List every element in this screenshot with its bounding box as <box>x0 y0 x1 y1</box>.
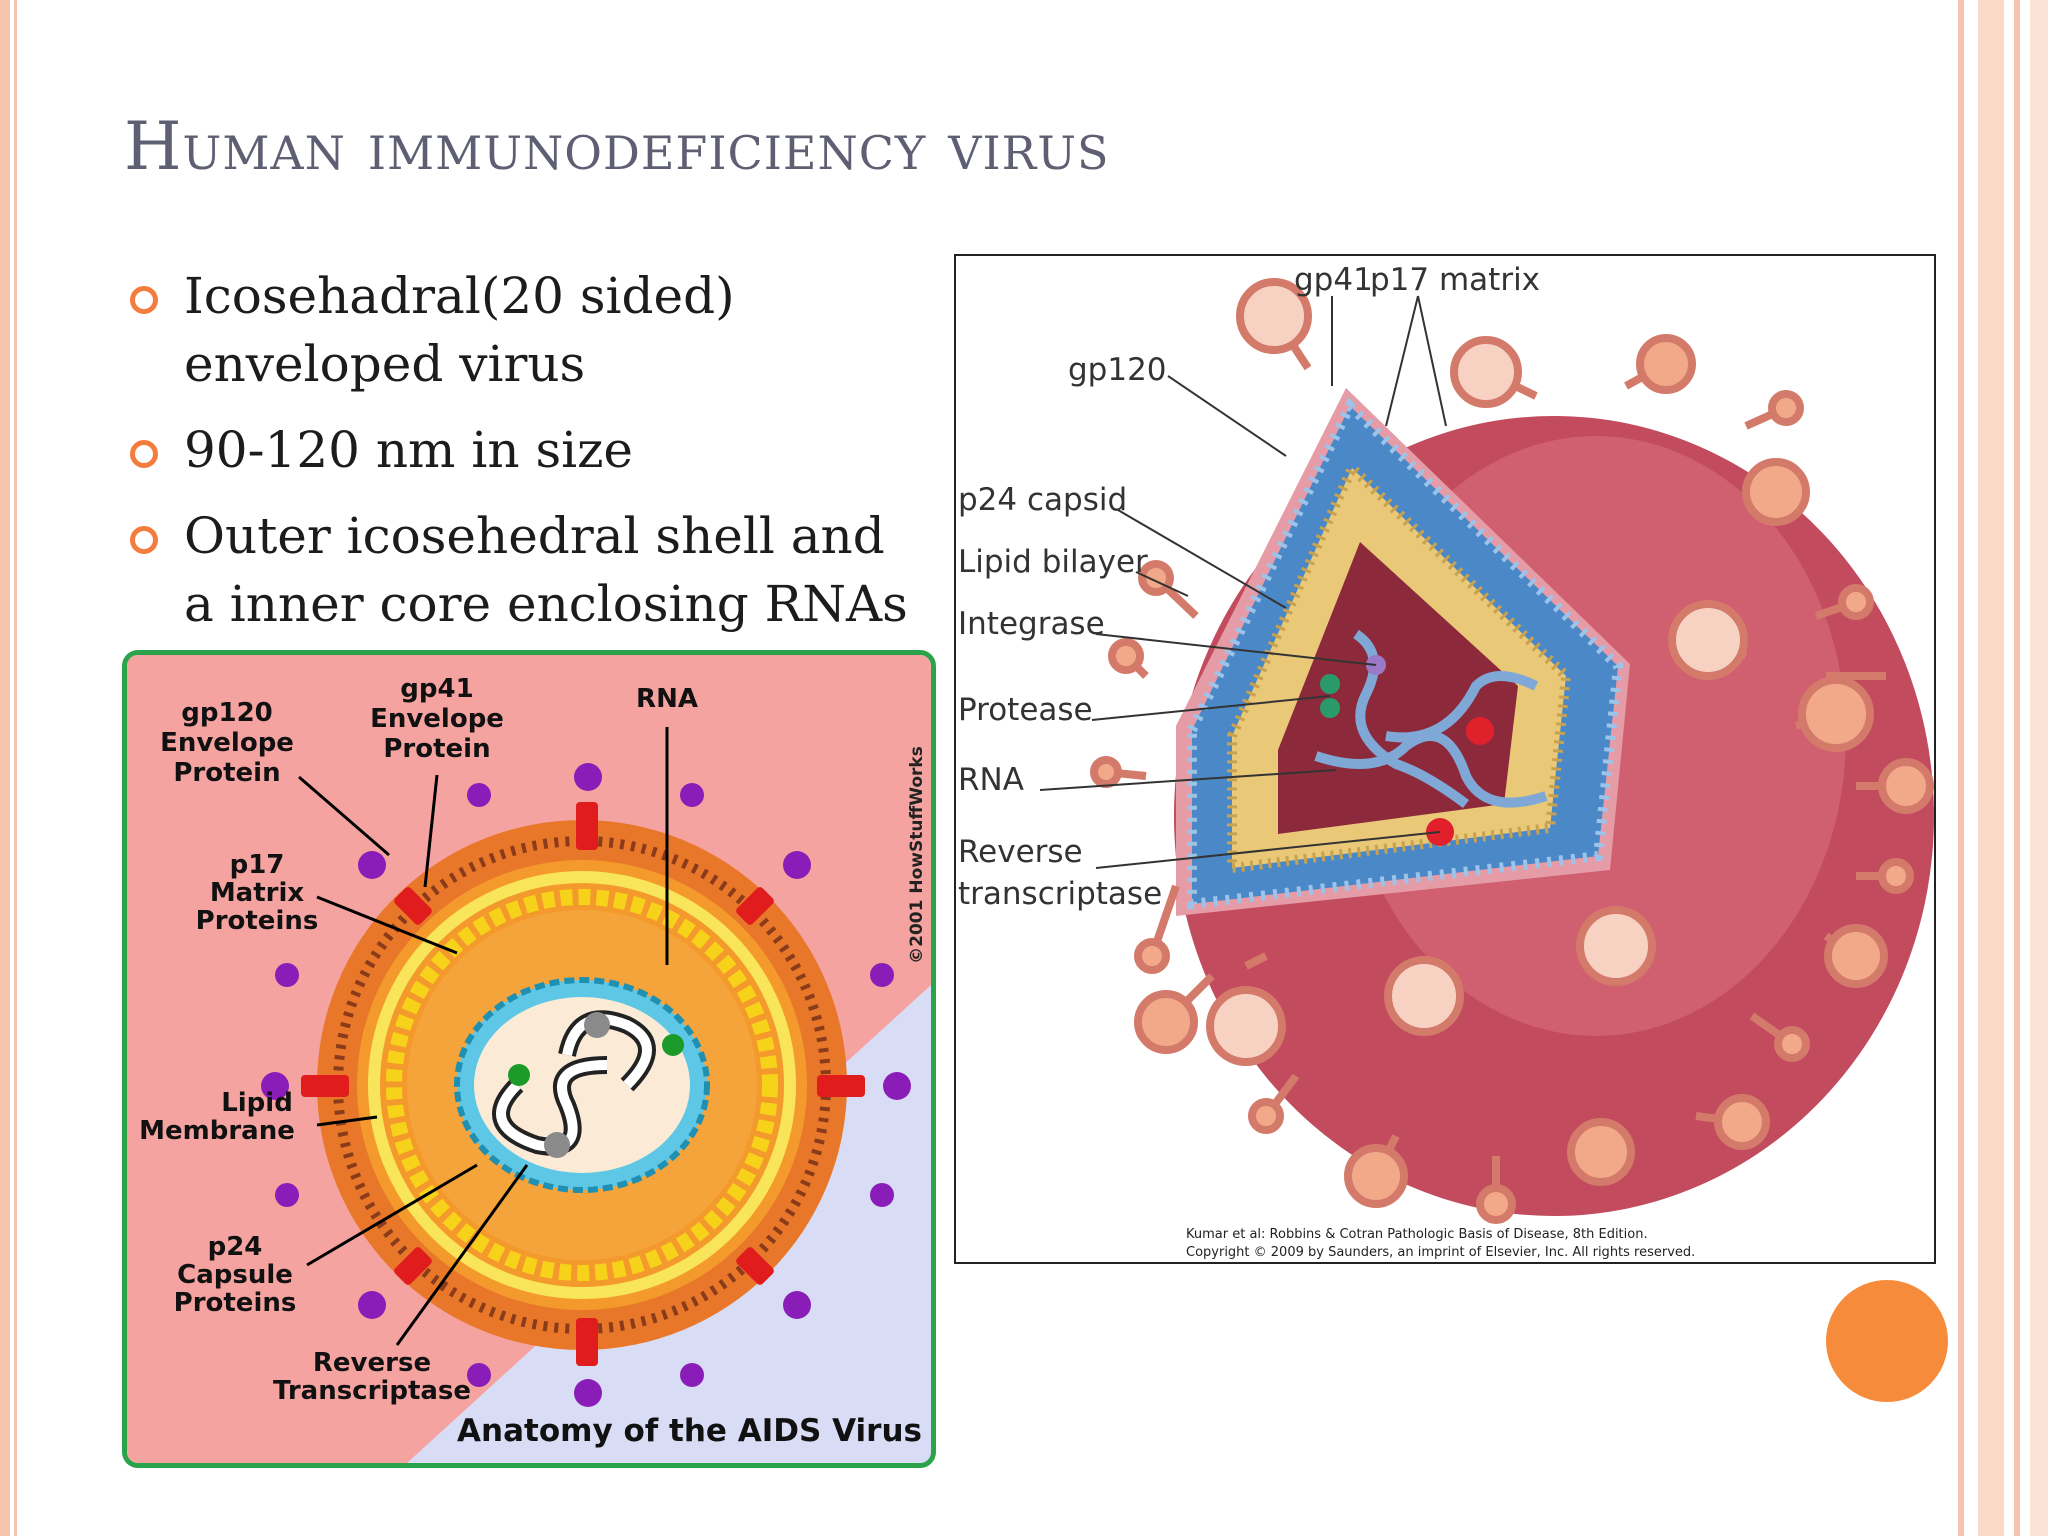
label-right-protease: Protease <box>958 692 1093 728</box>
bullet-item: Outer icosehedral shell and a inner core… <box>130 502 910 638</box>
figure-copyright: ©2001 HowStuffWorks <box>907 746 927 964</box>
frame-right-line-2 <box>2014 0 2020 1536</box>
bullet-item: 90-120 nm in size <box>130 416 910 484</box>
label-gp41-envelope: Envelope <box>370 704 504 734</box>
label-p17: p17 <box>230 850 285 880</box>
label-right-reverse: Reverse <box>958 834 1083 870</box>
frame-right-edge <box>2030 0 2048 1536</box>
bullet-circle-icon <box>130 526 158 554</box>
label-transcriptase: Transcriptase <box>273 1376 471 1406</box>
aids-virus-anatomy-figure: gp120 Envelope Protein gp41 Envelope Pro… <box>122 650 936 1468</box>
bullet-list: Icosehadral(20 sided) enveloped virus 90… <box>130 262 910 656</box>
surface-spikes <box>1090 278 1934 1224</box>
bullet-circle-icon <box>130 286 158 314</box>
label-gp120-protein: Protein <box>173 758 280 788</box>
frame-right-band <box>1978 0 2004 1536</box>
label-right-gp120: gp120 <box>1068 352 1167 388</box>
label-gp41: gp41 <box>400 674 473 704</box>
figure-credit-line-1: Kumar et al: Robbins & Cotran Pathologic… <box>1186 1227 1648 1242</box>
aids-virus-diagram: gp120 Envelope Protein gp41 Envelope Pro… <box>127 655 931 1463</box>
label-right-gp41: gp41 <box>1294 262 1373 298</box>
figure-credit-line-2: Copyright © 2009 by Saunders, an imprint… <box>1186 1245 1695 1260</box>
label-right-lipid-bilayer: Lipid bilayer <box>958 544 1148 580</box>
label-gp41-protein: Protein <box>383 734 490 764</box>
label-gp120: gp120 <box>181 698 273 728</box>
virion <box>1090 278 1934 1224</box>
bullet-text: 90-120 nm in size <box>184 421 634 479</box>
label-right-transcriptase: transcriptase <box>958 876 1162 912</box>
label-right-rna: RNA <box>958 762 1024 798</box>
label-p24-capsule: Capsule <box>177 1260 293 1290</box>
hiv-cutaway-figure: gp41 p17 matrix gp120 p24 capsid Lipid b… <box>954 254 1936 1264</box>
hiv-cutaway-diagram: gp41 p17 matrix gp120 p24 capsid Lipid b… <box>956 256 1934 1262</box>
label-reverse: Reverse <box>313 1348 431 1378</box>
label-lipid: Lipid <box>221 1088 293 1118</box>
slide-title: Human immunodeficiency virus <box>124 108 1110 185</box>
label-right-p24-capsid: p24 capsid <box>958 482 1127 518</box>
label-p17-proteins: Proteins <box>196 906 319 936</box>
label-p24-proteins: Proteins <box>174 1288 297 1318</box>
label-right-integrase: Integrase <box>958 606 1105 642</box>
figure-caption: Anatomy of the AIDS Virus <box>457 1413 922 1449</box>
bullet-text: Outer icosehedral shell and a inner core… <box>184 507 908 633</box>
virus-particle <box>261 763 911 1407</box>
decorative-orange-circle <box>1826 1280 1948 1402</box>
label-gp120-envelope: Envelope <box>160 728 294 758</box>
right-callout-lines <box>1039 295 1447 869</box>
bullet-item: Icosehadral(20 sided) enveloped virus <box>130 262 910 398</box>
bullet-circle-icon <box>130 440 158 468</box>
label-rna: RNA <box>636 684 698 714</box>
bullet-text: Icosehadral(20 sided) enveloped virus <box>184 267 735 393</box>
callout-lines <box>298 727 669 1346</box>
label-p17-matrix: Matrix <box>210 878 305 908</box>
label-p24: p24 <box>208 1232 263 1262</box>
label-right-p17-matrix: p17 matrix <box>1370 262 1540 298</box>
label-lipid-membrane: Membrane <box>139 1116 295 1146</box>
frame-left-band <box>0 0 10 1536</box>
frame-left-line <box>14 0 17 1536</box>
frame-right-line <box>1958 0 1964 1536</box>
